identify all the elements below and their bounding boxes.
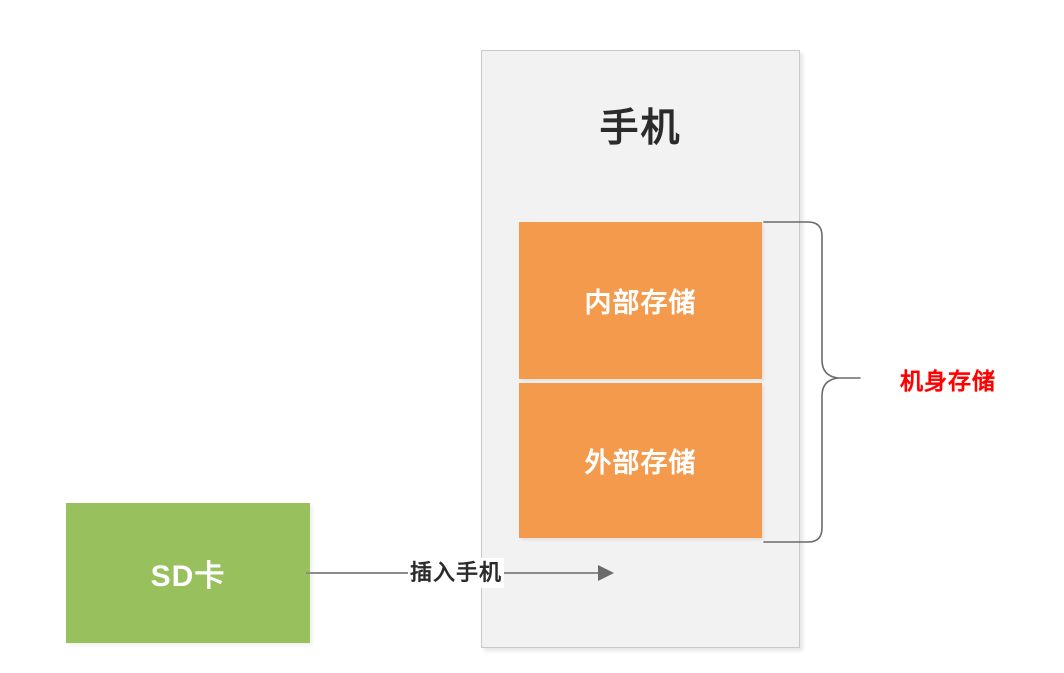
internal-storage-block: 内部存储	[519, 222, 762, 379]
internal-storage-label: 内部存储	[584, 288, 697, 318]
sd-card-label: SD卡	[150, 560, 226, 593]
external-storage-label: 外部存储	[584, 448, 697, 478]
external-storage-block: 外部存储	[519, 383, 762, 538]
sd-card-box: SD卡	[66, 503, 310, 643]
phone-title: 手机	[599, 107, 682, 150]
insert-action-label: 插入手机	[408, 558, 505, 588]
device-storage-label: 机身存储	[900, 368, 996, 394]
